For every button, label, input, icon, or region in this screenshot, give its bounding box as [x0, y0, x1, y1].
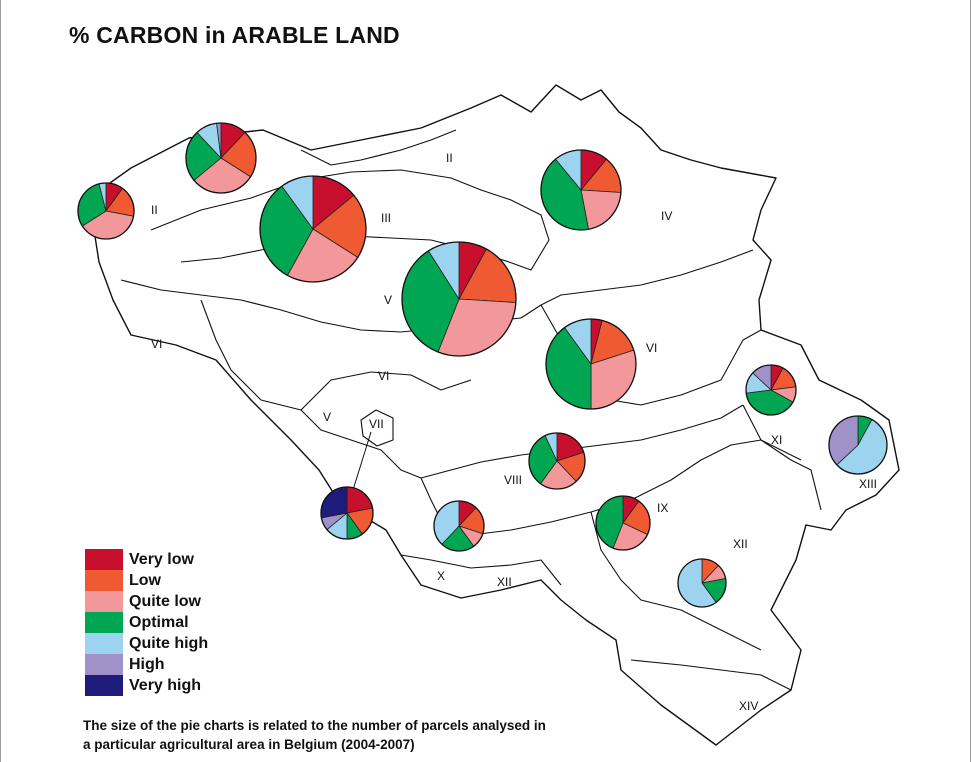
- region-label: VI: [151, 337, 162, 351]
- pie-outline: [828, 415, 888, 475]
- pie-chart: [828, 415, 888, 475]
- region-label: V: [323, 410, 331, 424]
- map-title: % CARBON in ARABLE LAND: [69, 22, 400, 48]
- legend-swatch: [85, 570, 123, 591]
- pie-chart: [401, 241, 517, 357]
- pie-outline: [185, 122, 257, 194]
- pie-outline: [528, 432, 586, 490]
- legend-label: Very high: [129, 676, 202, 694]
- legend-swatch: [85, 675, 123, 696]
- pie-chart: [677, 558, 727, 608]
- pie-chart: [595, 495, 651, 551]
- region-label: VIII: [504, 473, 522, 487]
- legend-item: Quite low: [85, 591, 208, 612]
- region-label: V: [384, 293, 392, 307]
- legend-item: Optimal: [85, 612, 208, 633]
- pie-chart: [540, 149, 622, 231]
- legend-item: Low: [85, 570, 208, 591]
- legend-item: High: [85, 654, 208, 675]
- pie-slice: [320, 486, 348, 519]
- region-label: XII: [497, 575, 512, 589]
- pie-chart: [433, 500, 485, 552]
- pie-leader-line: [352, 431, 372, 491]
- pie-outline: [595, 495, 651, 551]
- legend-label: Very low: [129, 550, 194, 568]
- pie-outline: [545, 318, 637, 410]
- legend-item: Very low: [85, 549, 208, 570]
- pie-charts: [77, 122, 888, 608]
- pie-chart: [77, 182, 135, 240]
- region-label: XI: [771, 433, 782, 447]
- legend-swatch: [85, 591, 123, 612]
- legend-swatch: [85, 549, 123, 570]
- region-label: IV: [661, 209, 672, 223]
- region-label: XIV: [739, 699, 758, 713]
- pie-outline: [540, 149, 622, 231]
- region-label: VII: [369, 417, 384, 431]
- region-label: VI: [378, 369, 389, 383]
- region-label: III: [381, 211, 391, 225]
- pie-outline: [401, 241, 517, 357]
- pie-outline: [77, 182, 135, 240]
- region-label: VI: [646, 341, 657, 355]
- legend-swatch: [85, 654, 123, 675]
- region-label: II: [446, 151, 453, 165]
- legend-label: Quite high: [129, 634, 209, 652]
- region-label: XIII: [859, 477, 877, 491]
- legend-label: Low: [129, 571, 161, 589]
- pie-chart: [545, 318, 637, 410]
- pie-chart: [320, 486, 374, 540]
- pie-outline: [259, 175, 367, 283]
- legend-swatch: [85, 633, 123, 654]
- pie-outline: [320, 486, 374, 540]
- region-label: IX: [657, 501, 668, 515]
- legend-swatch: [85, 612, 123, 633]
- map-caption: The size of the pie charts is related to…: [83, 716, 703, 754]
- caption-line: The size of the pie charts is related to…: [83, 718, 546, 733]
- pie-chart: [259, 175, 367, 283]
- pie-outline: [433, 500, 485, 552]
- legend-label: Optimal: [129, 613, 189, 631]
- pie-outline: [745, 364, 797, 416]
- legend-item: Quite high: [85, 633, 208, 654]
- caption-line: a particular agricultural area in Belgiu…: [83, 737, 415, 752]
- legend-label: High: [129, 655, 165, 673]
- legend-item: Very high: [85, 675, 208, 696]
- region-label: II: [151, 203, 158, 217]
- legend: Very low Low Quite low Optimal Quite hig…: [85, 549, 208, 696]
- pie-chart: [745, 364, 797, 416]
- pie-chart: [185, 122, 257, 194]
- pie-chart: [528, 432, 586, 490]
- region-label: XII: [733, 537, 748, 551]
- legend-label: Quite low: [129, 592, 201, 610]
- pie-outline: [677, 558, 727, 608]
- region-label: X: [437, 569, 445, 583]
